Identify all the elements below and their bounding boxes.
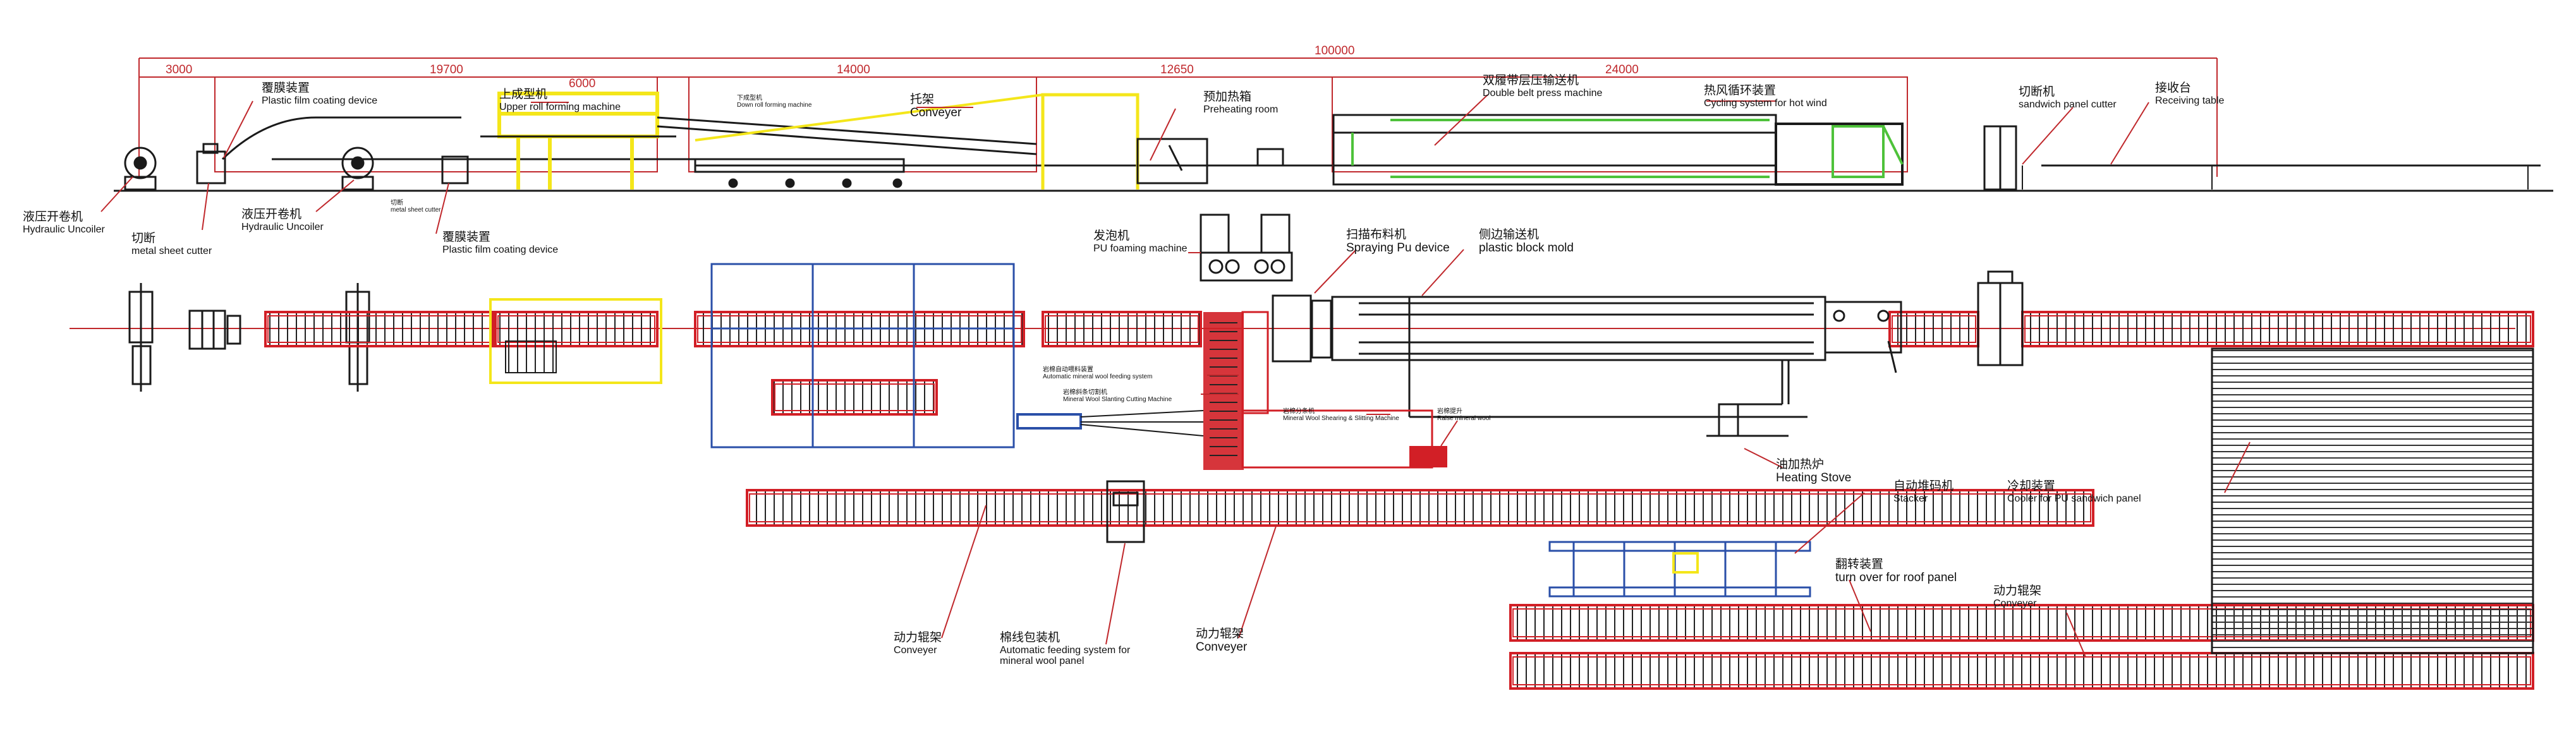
roller-conveyor-6 [2021, 311, 2534, 347]
dim-3: 6000 [569, 77, 596, 90]
dim-5: 12650 [1160, 63, 1194, 76]
foaming-machine-plan [1200, 214, 1293, 282]
dimension-frame [138, 57, 2218, 177]
main-roller-conveyors [264, 311, 2534, 690]
roller-conveyor-inner-6 [2024, 315, 2531, 343]
upper-roll-detail [505, 340, 557, 373]
uncoiler-1-plan [128, 283, 154, 392]
heating-stove-plan [1706, 360, 1789, 437]
uncoiler-2-elevation [341, 147, 469, 191]
dim-6: 24000 [1605, 63, 1639, 76]
mineral-wool-section [1016, 311, 1447, 470]
roller-conveyor-inner-10 [1512, 656, 2531, 685]
spraying-device-plan [1272, 294, 1332, 363]
roller-conveyor-inner-2 [497, 315, 655, 343]
upper-roll-forming-plan [489, 298, 662, 384]
uncoiler-1-elevation [124, 147, 157, 191]
double-belt-press-plan [1331, 296, 1826, 418]
roller-conveyor-inner-4 [1045, 315, 1199, 343]
roller-conveyor-4 [1042, 311, 1202, 347]
feed-table-plan [188, 310, 241, 350]
down-roll-forming-elevation [694, 158, 905, 188]
roller-conveyor-inner-3 [697, 315, 1022, 343]
dim-1: 3000 [166, 63, 193, 76]
turnover-device-plan [1548, 541, 1811, 598]
double-belt-press-elevation [1332, 114, 1777, 186]
roller-conveyor-1 [264, 311, 494, 347]
dim-4: 14000 [837, 63, 870, 76]
stacker-plan [1672, 552, 1699, 574]
plan-view [70, 214, 2534, 690]
elevation-view [114, 92, 2553, 192]
panel-cutter-elevation [1983, 125, 2017, 191]
leader-lines [100, 94, 2251, 658]
panel-cutter-plan [1977, 270, 2024, 366]
wool-panel-feeder-plan [1106, 480, 1145, 543]
roller-conveyor-inner-7 [774, 383, 935, 411]
cooler-plan [2211, 347, 2534, 654]
dim-total: 100000 [1315, 44, 1355, 57]
cycling-system-elevation [1775, 123, 1904, 186]
roller-conveyor-10 [1509, 652, 2534, 690]
conveyer-frame-elevation [1041, 93, 1139, 190]
roller-conveyor-inner-8 [749, 493, 2091, 522]
roller-conveyor-5 [1888, 311, 1979, 347]
preheating-room-elevation [1136, 138, 1284, 184]
roller-conveyor-8 [746, 489, 2094, 527]
dim-2: 19700 [430, 63, 463, 76]
receiving-table-elevation [2022, 165, 2529, 190]
sheet-cutter-elevation [196, 143, 226, 184]
down-roll-forming-plan [710, 263, 1015, 448]
roller-conveyor-7 [771, 379, 938, 416]
roller-conveyor-inner-5 [1892, 315, 1976, 343]
cycling-system-plan [1824, 301, 1902, 373]
